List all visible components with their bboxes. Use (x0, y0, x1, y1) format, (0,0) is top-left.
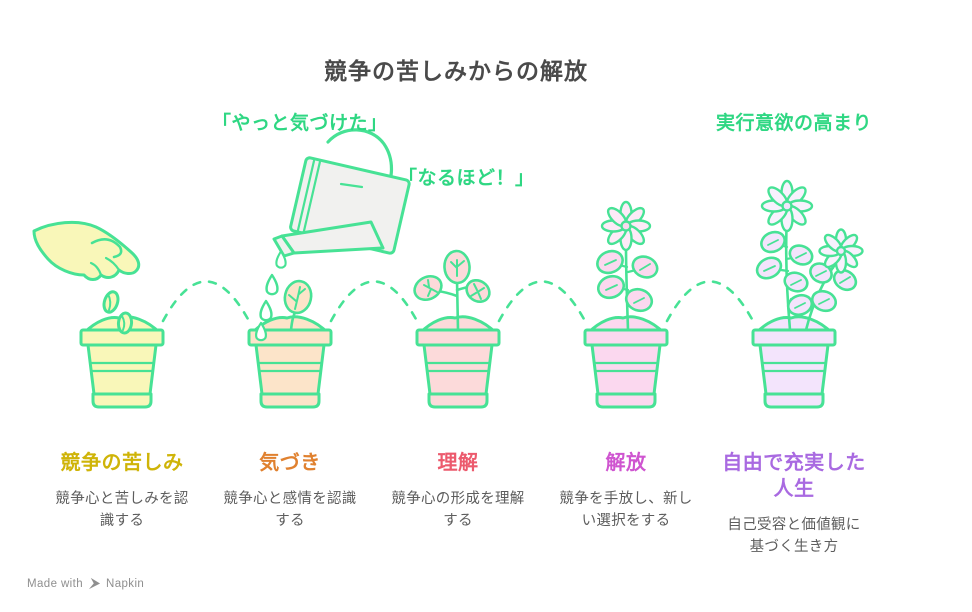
napkin-brand-text: Napkin (106, 577, 145, 590)
water-drop (265, 273, 279, 296)
made-with-napkin[interactable]: Made with Napkin (27, 577, 144, 590)
stage-label: 理解 (437, 452, 479, 474)
stage-description: 競争心と苦しみを認識する (55, 491, 189, 529)
plant-sprout (283, 279, 313, 332)
arc-1 (161, 280, 251, 323)
stage-column-2: 気づき 競争心と感情を認識する (200, 450, 380, 533)
stage-label: 解放 (605, 452, 647, 474)
stage-column-1: 競争の苦しみ 競争心と苦しみを認識する (32, 450, 212, 533)
page-title: 競争の苦しみからの解放 (324, 58, 588, 84)
plant-seedling (413, 249, 491, 332)
flower (600, 200, 652, 252)
made-with-text: Made with (27, 577, 84, 590)
stage-column-4: 解放 競争を手放し、新しい選択をする (536, 450, 716, 533)
plant-flowering (596, 200, 659, 332)
stage-description: 競争心の形成を理解する (391, 491, 525, 529)
napkin-logo-icon (88, 577, 101, 590)
watering-can (272, 128, 411, 258)
arc-4 (665, 280, 755, 323)
stage-description: 自己受容と価値観に基づく生き方 (727, 517, 861, 555)
annotation-realization: 「やっと気づけた」 (212, 113, 388, 134)
water-drop (259, 299, 273, 322)
hand-planting-seed (32, 220, 141, 335)
pot-4 (583, 315, 669, 409)
annotation-naruhodo: 「なるほど！」 (398, 168, 535, 189)
dashed-arc-connectors (161, 280, 755, 323)
arc-3 (497, 280, 587, 323)
plant-full-bloom (755, 179, 864, 332)
stage-column-5: 自由で充実した人生 自己受容と価値観に基づく生き方 (704, 450, 884, 559)
stage-description: 競争心と感情を認識する (223, 491, 357, 529)
stage-label: 気づき (259, 452, 321, 474)
annotation-motivation: 実行意欲の高まり (716, 113, 873, 134)
arc-2 (329, 280, 419, 323)
stage-column-3: 理解 競争心の形成を理解する (368, 450, 548, 533)
pot-5 (751, 315, 837, 409)
flower (760, 179, 814, 233)
stage-label: 競争の苦しみ (60, 452, 184, 474)
stage-label: 自由で充実した人生 (722, 452, 866, 500)
stage-description: 競争を手放し、新しい選択をする (559, 491, 693, 529)
flower (818, 228, 864, 274)
